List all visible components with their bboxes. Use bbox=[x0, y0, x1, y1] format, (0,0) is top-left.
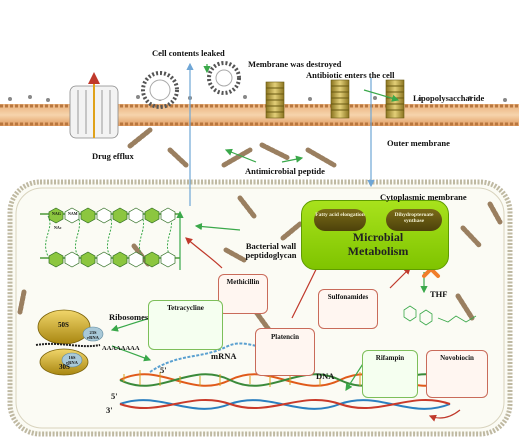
dna-helix-lower bbox=[119, 399, 451, 410]
drug-efflux-pump bbox=[69, 72, 119, 139]
microbial-metabolism-node: Fatty acid elongation Dihydropteroate sy… bbox=[301, 200, 449, 270]
rifampin-box: Rifampin bbox=[362, 350, 418, 398]
outer-membrane-label: Outer membrane bbox=[387, 138, 450, 148]
ribosomes-label: Ribosomes bbox=[109, 312, 149, 322]
ribosome-30s-label: 30S bbox=[59, 363, 70, 371]
platencin-box: Platencin bbox=[255, 328, 315, 376]
lipopolysaccharide-label: Lipopolysaccharide bbox=[413, 93, 485, 103]
fatty-acid-elongation-pill: Fatty acid elongation bbox=[314, 209, 366, 231]
ribosome bbox=[35, 309, 104, 376]
micelle-left bbox=[141, 71, 179, 109]
peptidoglycan-lattice bbox=[40, 207, 180, 268]
novobiocin-box: Novobiocin bbox=[426, 350, 488, 398]
rifampin-label: Rifampin bbox=[375, 354, 405, 362]
nag-label: NAG bbox=[52, 211, 61, 216]
methicillin-box: Methicillin bbox=[218, 274, 268, 314]
membrane-destroyed-label: Membrane was destroyed bbox=[248, 59, 342, 69]
rrna-23s-label: 23S rRNA bbox=[87, 330, 99, 340]
micelle-right bbox=[207, 61, 241, 95]
methicillin-label: Methicillin bbox=[226, 278, 260, 286]
novobiocin-label: Novobiocin bbox=[440, 354, 474, 362]
nac-label: NAc bbox=[54, 225, 62, 230]
sulfonamides-box: Sulfonamides bbox=[318, 289, 378, 329]
dna-label: DNA bbox=[316, 371, 335, 381]
drug-efflux-label: Drug efflux bbox=[92, 151, 134, 161]
dihydropteroate-synthase-pill: Dihydropteroate synthase bbox=[386, 209, 442, 231]
cell-contents-leaked-label: Cell contents leaked bbox=[152, 48, 225, 58]
microbial-metabolism-title: Microbial Metabolism bbox=[347, 230, 409, 258]
antibiotic-cylinder-2 bbox=[330, 79, 350, 119]
rrna-16s-label: 16S rRNA bbox=[66, 355, 78, 365]
antibiotic-enters-label: Antibiotic enters the cell bbox=[306, 70, 395, 80]
mrna-label: mRNA bbox=[211, 351, 237, 361]
platencin-label: Platencin bbox=[271, 333, 299, 341]
antibiotic-cylinder-1 bbox=[265, 81, 285, 119]
tetracycline-box: Tetracycline bbox=[148, 300, 223, 350]
arrows-blue bbox=[186, 62, 375, 206]
antimicrobial-peptide-label: Antimicrobial peptide bbox=[245, 166, 325, 176]
thf-structure bbox=[403, 305, 477, 326]
cytoplasmic-membrane-label: Cytoplasmic membrane bbox=[380, 192, 467, 202]
poly-a-tail-label: AAAAAAAA bbox=[102, 345, 140, 352]
nam-label: NAM bbox=[68, 211, 78, 216]
ribosome-50s-label: 50S bbox=[58, 321, 69, 329]
sulfonamides-label: Sulfonamides bbox=[327, 293, 369, 301]
dna-3prime-label: 3' bbox=[106, 405, 113, 415]
dna-5prime-label: 5' bbox=[111, 391, 118, 401]
mrna-5prime-label: 5' bbox=[160, 365, 167, 375]
thf-label: THF bbox=[430, 289, 448, 299]
bacterial-wall-peptidoglycan-label: Bacterial wall peptidoglycan bbox=[245, 241, 297, 260]
tetracycline-label: Tetracycline bbox=[167, 304, 204, 312]
arrows-green bbox=[110, 64, 428, 392]
